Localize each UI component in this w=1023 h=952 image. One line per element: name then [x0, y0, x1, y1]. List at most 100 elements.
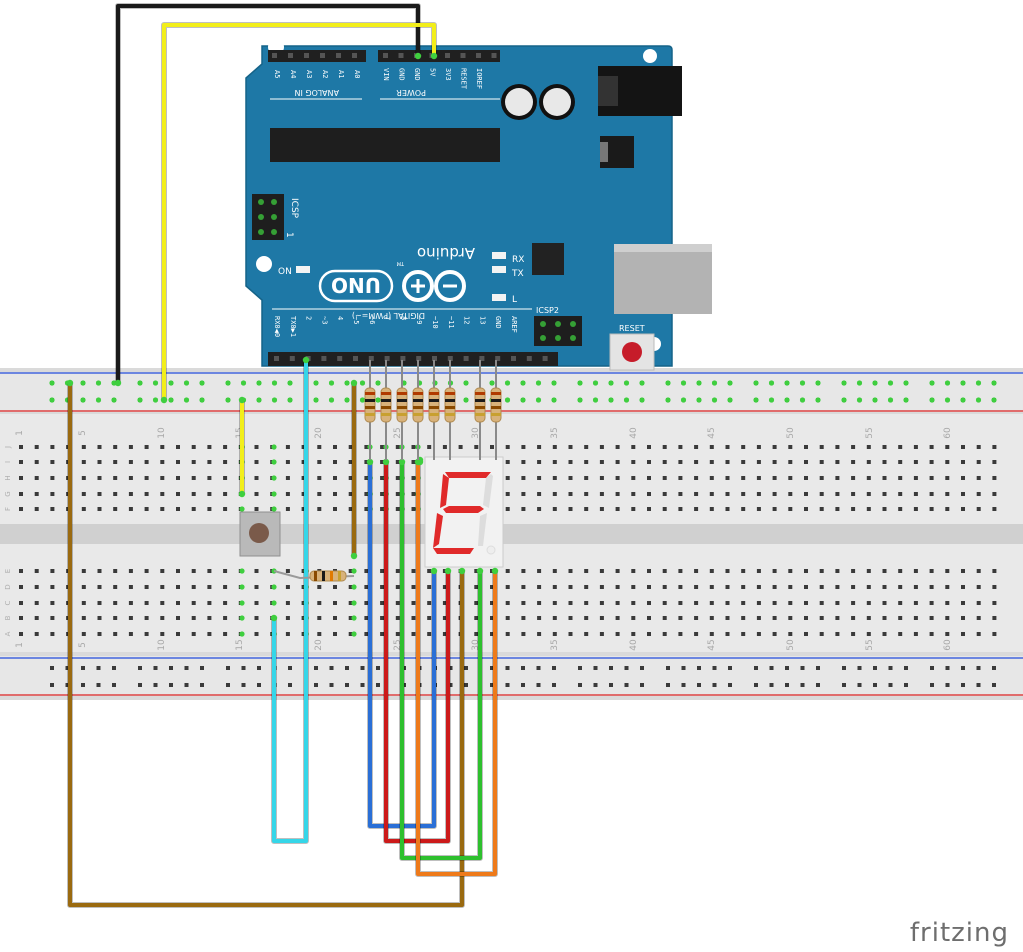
- analog-in-label: ANALOG IN: [295, 88, 340, 97]
- pin-label: 3V3: [444, 68, 452, 81]
- column-number: 20: [314, 427, 324, 439]
- board-pcb: [245, 45, 673, 367]
- column-number: 35: [550, 639, 560, 650]
- gnd-loop-wire-brown[interactable]: [66, 379, 466, 908]
- analog-header: [268, 50, 366, 62]
- row-letter: A: [4, 631, 12, 636]
- infinity-left-icon: [402, 270, 434, 302]
- segment-c: [478, 513, 487, 546]
- pulldown-gnd-wire-brown[interactable]: [350, 379, 358, 560]
- bottom-power-rail: [0, 656, 1023, 696]
- column-number: 60: [943, 427, 953, 439]
- segment-wire-green-1[interactable]: [398, 458, 484, 861]
- arduino-wordmark: Arduino: [417, 244, 475, 262]
- resistors: [309, 360, 502, 582]
- digital-label: DIGITAL (PWM=~): [352, 311, 425, 320]
- pin-label: ~6: [368, 316, 376, 324]
- button-signal-wire-cyan[interactable]: [270, 356, 310, 844]
- button-vcc-wire-yellow[interactable]: [238, 396, 246, 498]
- column-numbers: 1155101015152020252530303535404045455050…: [15, 427, 953, 651]
- on-led: [296, 266, 310, 273]
- power-label: POWER: [396, 88, 426, 97]
- column-number: 10: [157, 427, 167, 439]
- segment-e: [433, 513, 443, 548]
- pin-label: 8: [399, 316, 407, 320]
- pin-label: IOREF: [475, 68, 483, 89]
- segment-resistor: [428, 360, 440, 460]
- row-letter: F: [4, 507, 12, 511]
- pin-label: ~3: [320, 316, 328, 324]
- icsp2-header: [534, 316, 582, 346]
- pin-label: A2: [321, 70, 329, 78]
- l-led: [492, 294, 506, 301]
- push-button-cap[interactable]: [249, 523, 269, 543]
- segment-b: [483, 474, 493, 508]
- pin-label: A5: [273, 70, 281, 78]
- trademark-label: TM: [397, 260, 405, 266]
- column-number: 1: [15, 642, 25, 648]
- mount-hole: [256, 256, 272, 272]
- column-number: 5: [78, 430, 88, 436]
- uno-logo-text: UNO: [331, 273, 381, 297]
- pin-label: AREF: [510, 316, 518, 333]
- rx-led: [492, 252, 506, 259]
- vcc-wire-yellow[interactable]: [160, 22, 438, 404]
- mount-hole: [643, 49, 657, 63]
- digital-header: [268, 352, 558, 366]
- pin-label: 2: [305, 316, 313, 320]
- pin-label: VIN: [382, 68, 390, 81]
- pin-label: GND: [494, 316, 502, 329]
- pin-label: ~10: [431, 316, 439, 329]
- row-letter: D: [4, 584, 12, 589]
- row-letter: E: [4, 569, 12, 573]
- pin-label: RX0◀0: [273, 316, 281, 337]
- reset-button-cap[interactable]: [622, 342, 642, 362]
- push-button[interactable]: [239, 511, 281, 557]
- column-number: 30: [471, 639, 481, 651]
- pin-label: ~9: [415, 316, 423, 324]
- icsp-label: ICSP: [289, 198, 299, 219]
- pin-label: 4: [336, 316, 344, 320]
- rx-label: RX: [512, 255, 524, 265]
- reset-label: RESET: [619, 324, 645, 333]
- segment-wire-green-2[interactable]: [416, 456, 424, 466]
- column-number: 15: [235, 639, 245, 650]
- atmega-chip: [270, 128, 500, 162]
- segment-resistor: [396, 360, 408, 460]
- segment-f: [440, 474, 449, 508]
- wires: [66, 3, 499, 908]
- icsp-header: [252, 194, 284, 240]
- row-letter: B: [4, 615, 12, 620]
- column-number: 50: [786, 427, 796, 439]
- breadboard: 1155101015152020252530303535404045455050…: [0, 368, 1023, 700]
- pin-label: 13: [478, 316, 486, 324]
- row-letter: I: [4, 461, 12, 463]
- capacitor-top: [505, 88, 533, 116]
- infinity-right-icon: [434, 270, 466, 302]
- pulldown-resistor: [309, 570, 347, 582]
- gnd-wire-black[interactable]: [114, 3, 422, 387]
- pin-label: 5V: [429, 68, 437, 77]
- row-letter: C: [4, 600, 12, 605]
- column-number: 30: [471, 427, 481, 439]
- decimal-point: [486, 545, 496, 555]
- column-number: 45: [707, 639, 717, 650]
- icsp2-pins: [540, 321, 576, 341]
- pin-label: ~5: [352, 316, 360, 324]
- column-number: 1: [15, 430, 25, 436]
- usb-connector: [614, 244, 712, 314]
- segment-a: [445, 472, 491, 478]
- tx-label: TX: [511, 269, 524, 279]
- usb-interface-chip: [532, 243, 564, 275]
- power-header: [378, 50, 500, 62]
- column-number: 45: [707, 427, 717, 438]
- column-number: 50: [786, 639, 796, 651]
- pin-label: A0: [353, 70, 361, 78]
- segment-resistor: [444, 360, 456, 460]
- pin-label: 7: [384, 316, 392, 320]
- pin-label: A1: [337, 70, 345, 78]
- column-number: 20: [314, 639, 324, 651]
